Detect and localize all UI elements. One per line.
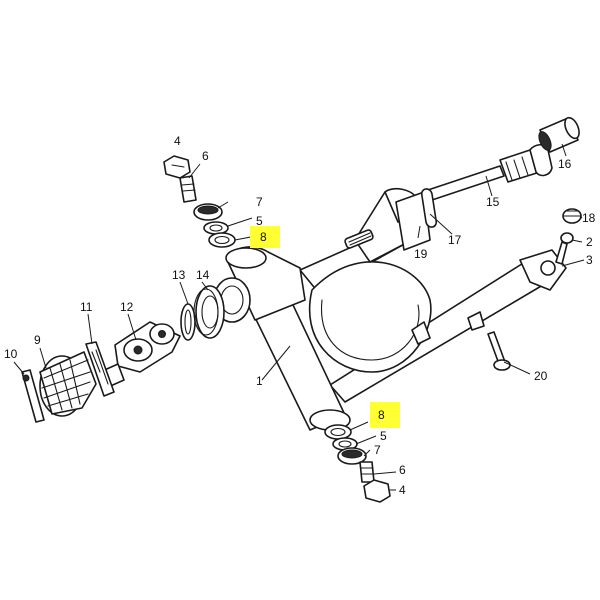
shaft-bushing-16 [538,116,580,153]
callout-4-bottom: 4 [399,483,406,497]
callout-6-bottom: 6 [399,463,406,477]
callout-14: 14 [196,268,210,282]
callout-19: 19 [414,247,428,261]
callout-1: 1 [256,374,263,388]
circlip-13 [180,303,196,341]
callout-3: 3 [586,253,593,267]
callout-5-top: 5 [256,214,263,228]
callout-13: 13 [172,268,186,282]
rubber-boot-9 [39,351,97,417]
callout-8-top-highlight [250,226,280,248]
bolt-20 [487,331,511,371]
nut-4-top [163,155,191,179]
drive-shaft [427,143,553,201]
callout-17: 17 [448,233,462,247]
callout-15: 15 [486,195,500,209]
callout-6-top: 6 [202,149,209,163]
washer-7-bottom [337,447,367,465]
callout-16: 16 [558,157,572,171]
bearing-14 [193,285,225,339]
callout-4-top: 4 [174,134,181,148]
nipple-2 [555,232,574,265]
callout-7-bottom: 7 [374,443,381,457]
pin-6-bottom [359,461,375,483]
callout-5-bottom: 5 [380,429,387,443]
callout-12: 12 [120,300,134,314]
pin-6-top [179,175,197,203]
callout-numbers: 1 2 3 4 4 5 5 6 6 7 7 8 8 9 10 11 12 13 … [4,134,596,497]
swingarm-frame [213,187,567,431]
callout-8-bottom: 8 [378,408,385,422]
gasket-11 [85,341,115,397]
callout-10: 10 [4,347,18,361]
clamp-10 [21,369,45,423]
bearing-5-top [203,221,229,235]
seal-8-top [208,232,236,248]
seal-8-bottom [324,424,352,440]
callout-8-bottom-highlight [370,402,400,428]
universal-joint-12 [99,321,181,389]
washer-7-top [193,203,223,221]
callout-20: 20 [534,369,548,383]
callout-11: 11 [80,300,93,314]
callout-2: 2 [586,235,593,249]
cap-18 [562,208,582,224]
callout-7-top: 7 [256,195,263,209]
nut-4-bottom [363,479,391,503]
callout-8-top: 8 [260,230,267,244]
leader-lines [13,143,585,491]
callout-9: 9 [34,333,41,347]
callout-18: 18 [582,211,596,225]
